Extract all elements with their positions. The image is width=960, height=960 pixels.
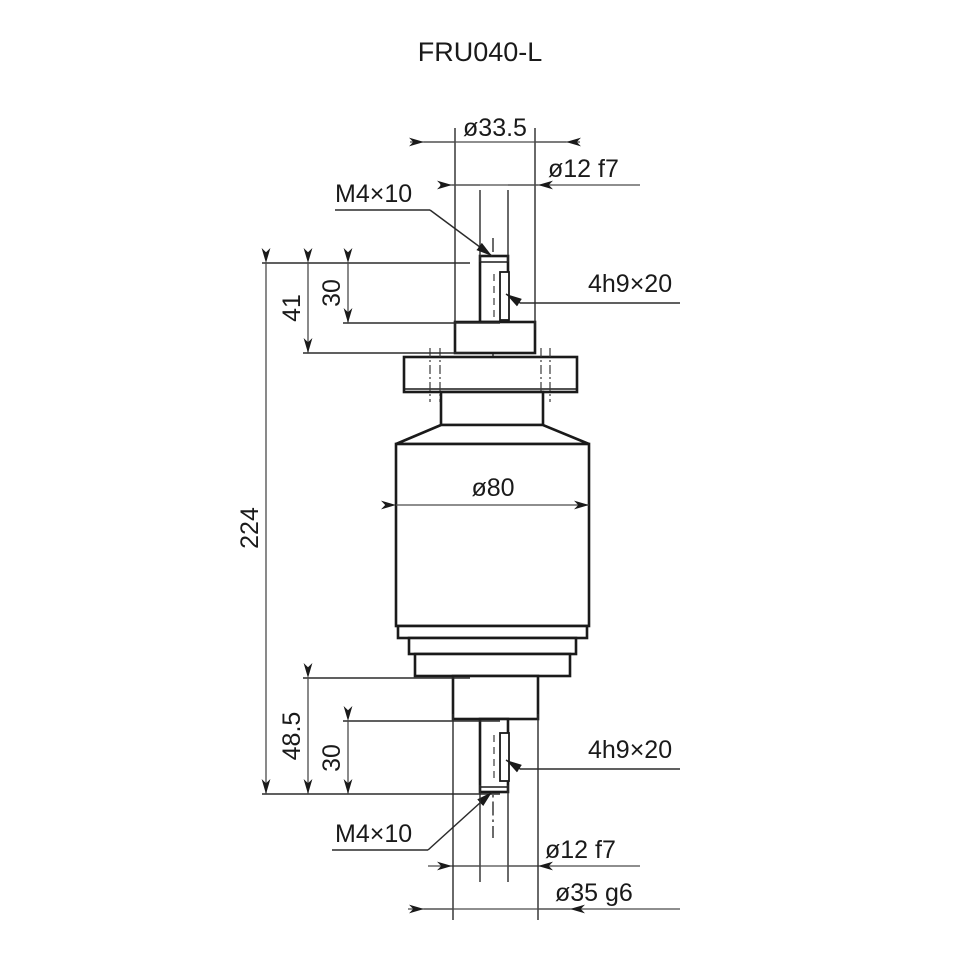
top-leader-callouts: M4×10 4h9×20: [335, 180, 680, 307]
body-step-ring-1: [396, 624, 589, 640]
body-step-ring-3: [413, 652, 572, 678]
body-taper: [395, 423, 590, 446]
body-diameter-dimension: ø80: [381, 474, 589, 510]
body-step-ring-2: [407, 636, 578, 656]
callout-leader-keyway-top: [505, 293, 522, 307]
callout-label-keyway-bottom: 4h9×20: [588, 736, 672, 764]
dim-label-d12-bottom: ø12 f7: [545, 836, 616, 864]
dim-label-len30-top: 30: [318, 279, 346, 307]
top-horizontal-dimensions: ø33.5 ø12 f7: [409, 114, 640, 330]
callout-label-keyway-top: 4h9×20: [588, 270, 672, 298]
mounting-flange: [402, 355, 579, 394]
top-keyway-slot: [499, 271, 510, 321]
top-collar: [453, 320, 537, 355]
bottom-keyway-slot: [499, 732, 510, 782]
left-vertical-dimensions: 224 41 30 48.5 30: [236, 248, 500, 795]
dim-label-len485: 48.5: [278, 712, 306, 761]
main-body: [394, 442, 591, 628]
callout-leader-thread-bottom: [427, 791, 493, 851]
bottom-horizontal-dimensions: ø12 f7 ø35 g6: [408, 714, 680, 920]
callout-leader-thread-top: [429, 209, 493, 257]
dim-label-len30-bottom: 30: [318, 744, 346, 772]
bottom-pilot: [451, 674, 540, 721]
bottom-leader-callouts: 4h9×20 M4×10: [332, 736, 680, 851]
part-geometry: [394, 238, 591, 838]
dim-label-len41: 41: [278, 294, 306, 322]
dim-label-d80: ø80: [471, 474, 514, 502]
dim-label-len224: 224: [236, 507, 264, 549]
page-title: FRU040-L: [418, 37, 543, 67]
callout-label-thread-bottom: M4×10: [335, 820, 412, 848]
dim-label-d35: ø35 g6: [555, 879, 633, 907]
dim-label-d335: ø33.5: [463, 114, 527, 142]
callout-label-thread-top: M4×10: [335, 180, 412, 208]
callout-leader-keyway-bottom: [505, 759, 522, 773]
flange-neck: [439, 390, 545, 427]
dim-label-d12-top: ø12 f7: [548, 155, 619, 183]
